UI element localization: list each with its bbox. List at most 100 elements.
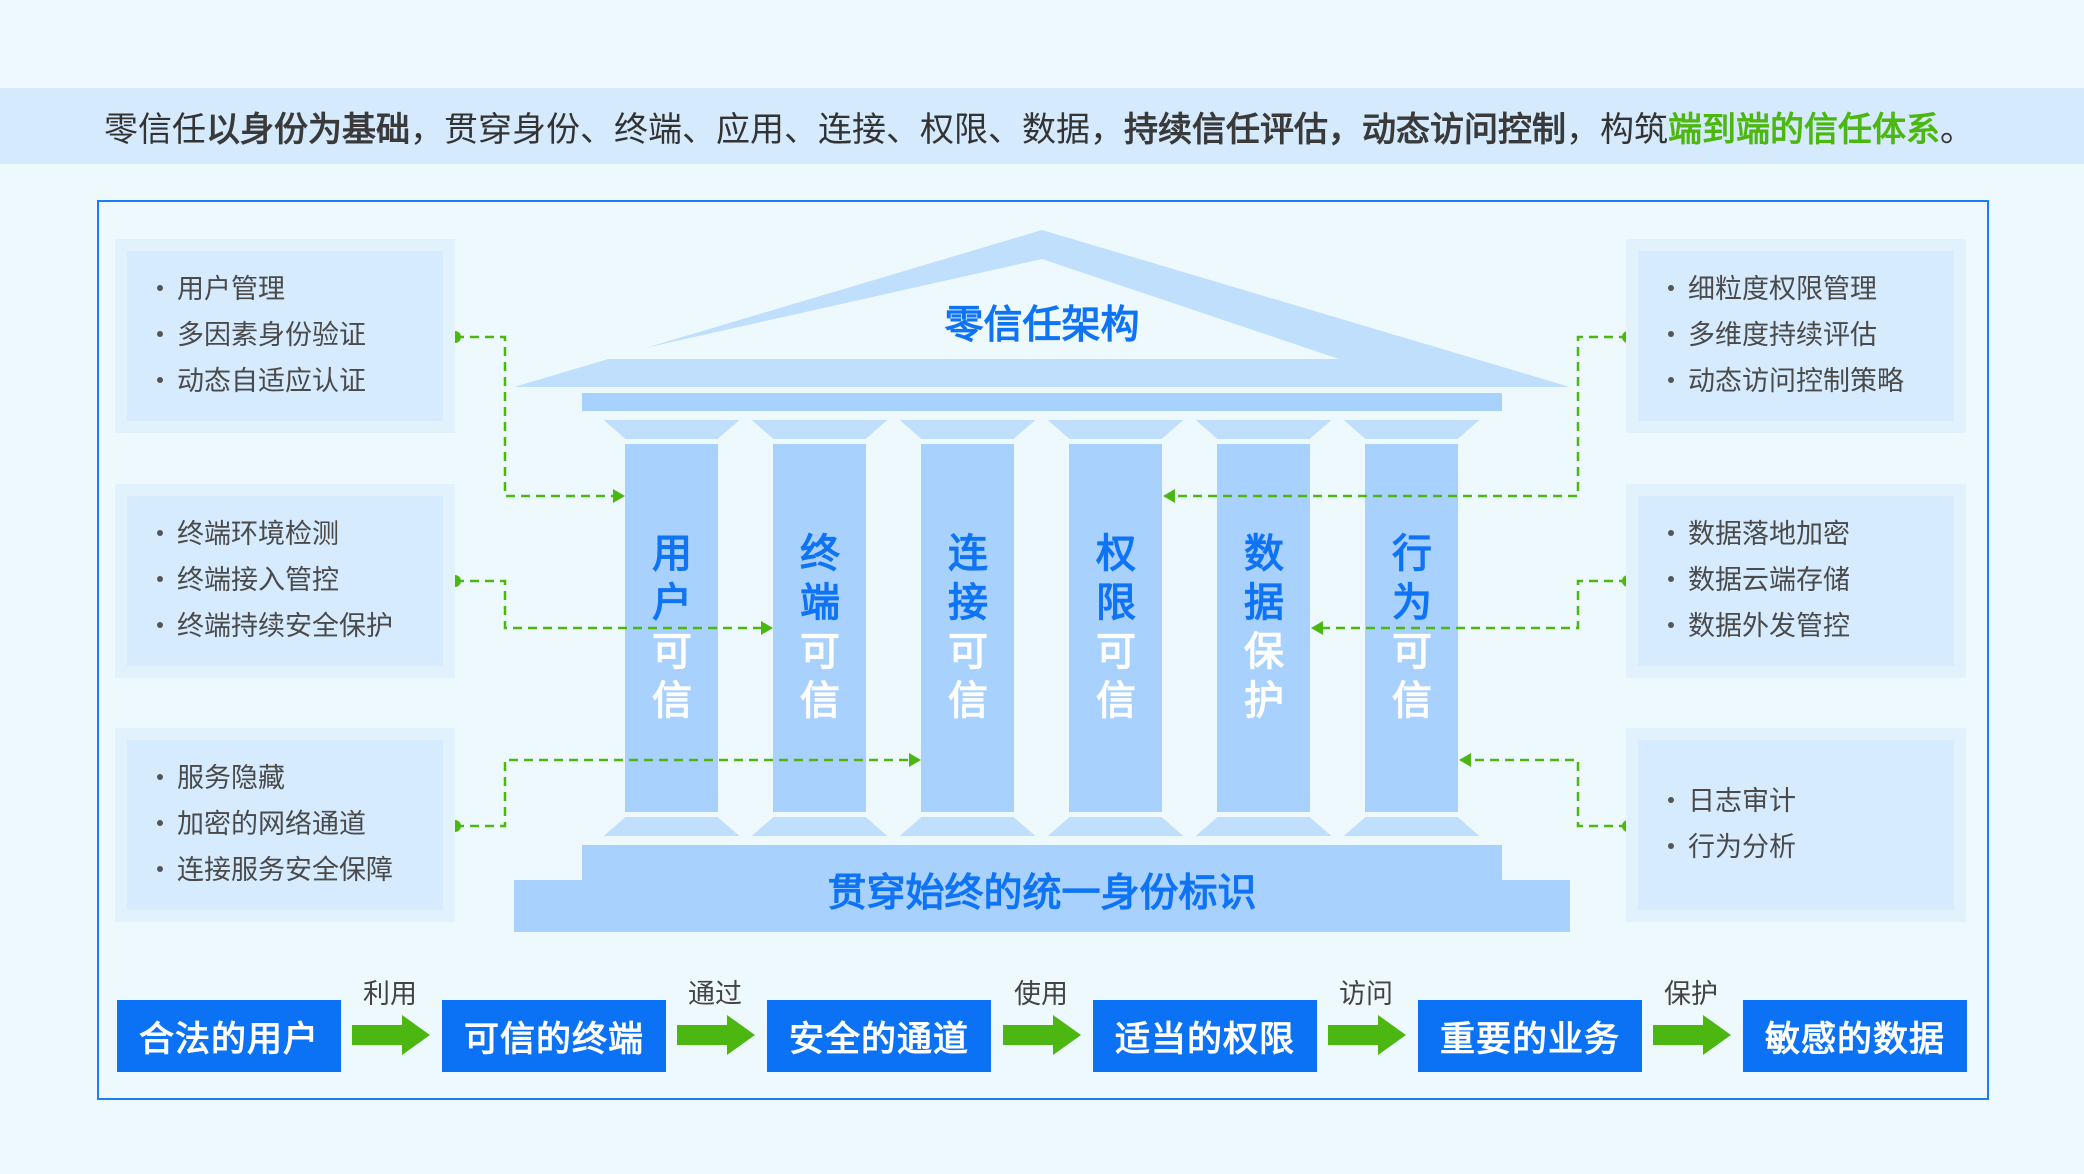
pillar-base — [899, 817, 1036, 836]
connector-arrowhead — [761, 621, 773, 635]
capability-list: 终端环境检测 终端接入管控 终端持续安全保护 — [127, 496, 443, 666]
capability-item: 动态访问控制策略 — [1668, 359, 1954, 405]
capability-item: 终端接入管控 — [157, 558, 443, 604]
capability-box-user: 用户管理 多因素身份验证 动态自适应认证 — [115, 239, 455, 433]
capability-item: 日志审计 — [1668, 779, 1954, 825]
base-lower-step — [514, 880, 1570, 932]
flow-verb: 访问 — [1339, 979, 1393, 1010]
pillar-base — [1343, 817, 1480, 836]
pillar-user-trust: 用户 可信 — [642, 530, 702, 726]
headline-segment: 零信任 — [104, 109, 206, 150]
pillar-label-top: 权限 — [1096, 531, 1136, 626]
bullet-icon — [157, 330, 163, 337]
headline-text: 零信任以身份为基础，贯穿身份、终端、应用、连接、权限、数据，持续信任评估，动态访… — [0, 102, 1974, 151]
capability-list: 数据落地加密 数据云端存储 数据外发管控 — [1638, 496, 1954, 666]
capability-box-behavior: 日志审计 行为分析 — [1626, 728, 1966, 922]
bullet-icon — [157, 529, 163, 536]
pillar-base — [603, 817, 740, 836]
pillar-connection-trust: 连接 可信 — [938, 530, 998, 726]
headline-segment: ，构筑 — [1566, 109, 1668, 150]
capability-item: 用户管理 — [157, 267, 443, 313]
bullet-icon — [157, 865, 163, 872]
pillar-label-bottom: 可信 — [800, 629, 840, 724]
arrow-right-icon — [1003, 1015, 1081, 1055]
capability-list: 细粒度权限管理 多维度持续评估 动态访问控制策略 — [1638, 251, 1954, 421]
capability-item: 服务隐藏 — [157, 756, 443, 802]
headline-segment: ，贯穿身份、终端、应用、连接、权限、数据， — [410, 109, 1124, 150]
flow-verb: 使用 — [1014, 979, 1068, 1010]
connector-line — [455, 758, 909, 828]
pillar-capital — [1195, 420, 1332, 439]
connector-arrowhead — [1311, 621, 1323, 635]
pillar-terminal-trust: 终端 可信 — [790, 530, 850, 726]
bullet-icon — [157, 376, 163, 383]
headline-segment-highlight: 端到端的信任体系 — [1668, 109, 1940, 150]
arrow-right-icon — [352, 1015, 430, 1055]
capability-box-permission: 细粒度权限管理 多维度持续评估 动态访问控制策略 — [1626, 239, 1966, 433]
bullet-icon — [157, 621, 163, 628]
bullet-icon — [157, 773, 163, 780]
flow-verb: 保护 — [1664, 979, 1718, 1010]
roof-inner — [596, 259, 1339, 359]
capability-list: 用户管理 多因素身份验证 动态自适应认证 — [127, 251, 443, 421]
flow-step-important-business: 重要的业务 — [1418, 1000, 1642, 1072]
bullet-icon — [157, 284, 163, 291]
headline-segment: 。 — [1940, 109, 1974, 150]
pillar-behavior-trust: 行为 可信 — [1382, 530, 1442, 726]
capability-item: 加密的网络通道 — [157, 802, 443, 848]
capability-item: 终端环境检测 — [157, 512, 443, 558]
connector-line — [1175, 335, 1628, 498]
bullet-icon — [1668, 330, 1674, 337]
arrow-right-icon — [677, 1015, 755, 1055]
connector-line — [455, 579, 761, 630]
flow-step-proper-permission: 适当的权限 — [1093, 1000, 1317, 1072]
pillar-shaft — [1069, 444, 1162, 812]
bullet-icon — [1668, 575, 1674, 582]
pillar-label-bottom: 可信 — [1096, 629, 1136, 724]
pillar-base — [751, 817, 888, 836]
pillar-capital — [1343, 420, 1480, 439]
flow-step-legal-user: 合法的用户 — [117, 1000, 341, 1072]
capability-item: 数据落地加密 — [1668, 512, 1954, 558]
pillar-label-bottom: 保护 — [1244, 629, 1284, 724]
arrow-right-icon — [1653, 1015, 1731, 1055]
capability-box-data: 数据落地加密 数据云端存储 数据外发管控 — [1626, 484, 1966, 678]
capability-box-terminal: 终端环境检测 终端接入管控 终端持续安全保护 — [115, 484, 455, 678]
pillar-capital — [899, 420, 1036, 439]
pillar-base — [1195, 817, 1332, 836]
headline-segment-bold: 以身份为基础 — [206, 109, 410, 150]
roof-title: 零信任架构 — [944, 303, 1140, 348]
pillars-group — [603, 420, 1480, 836]
bullet-icon — [1668, 842, 1674, 849]
pillar-data-protection: 数据 保护 — [1234, 530, 1294, 726]
headline-segment-bold: 持续信任评估，动态访问控制 — [1124, 109, 1566, 150]
pillar-label-top: 终端 — [800, 531, 840, 626]
capability-item: 终端持续安全保护 — [157, 604, 443, 650]
connector-line — [1471, 758, 1628, 828]
pillar-label-top: 连接 — [948, 531, 988, 626]
capability-list: 日志审计 行为分析 — [1638, 740, 1954, 910]
pillar-permission-trust: 权限 可信 — [1086, 530, 1146, 726]
capability-item: 行为分析 — [1668, 825, 1954, 871]
connector-arrowhead — [1459, 753, 1471, 767]
bullet-icon — [157, 575, 163, 582]
pillar-shaft — [921, 444, 1014, 812]
pillar-label-top: 用户 — [652, 531, 692, 626]
capability-item: 多维度持续评估 — [1668, 313, 1954, 359]
capability-item: 多因素身份验证 — [157, 313, 443, 359]
pillar-base — [1047, 817, 1184, 836]
headline-banner: 零信任以身份为基础，贯穿身份、终端、应用、连接、权限、数据，持续信任评估，动态访… — [0, 88, 2084, 164]
flow-verb: 通过 — [688, 979, 742, 1010]
capability-item: 连接服务安全保障 — [157, 848, 443, 894]
diagram-frame — [97, 200, 1989, 1100]
flow-step-trusted-terminal: 可信的终端 — [442, 1000, 666, 1072]
bullet-icon — [1668, 529, 1674, 536]
capability-item: 数据云端存储 — [1668, 558, 1954, 604]
base-title: 贯穿始终的统一身份标识 — [827, 871, 1257, 916]
pillar-label-top: 行为 — [1392, 531, 1432, 626]
base-upper-step — [582, 845, 1502, 885]
capability-list: 服务隐藏 加密的网络通道 连接服务安全保障 — [127, 740, 443, 910]
bullet-icon — [1668, 621, 1674, 628]
pillar-label-bottom: 可信 — [948, 629, 988, 724]
